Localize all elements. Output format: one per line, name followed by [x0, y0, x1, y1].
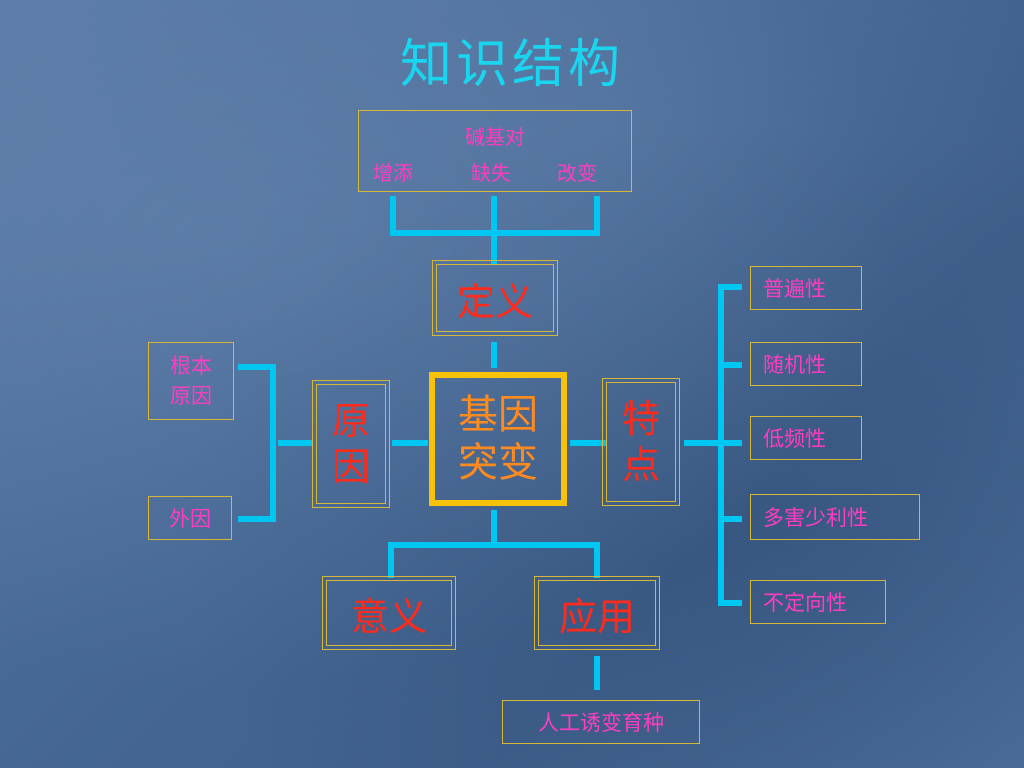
external-cause-label: 外因: [169, 507, 211, 531]
cause-label-line2: 因: [331, 445, 370, 489]
cause-label-line1: 原: [331, 399, 370, 443]
definition-item-add: 增添: [373, 161, 413, 185]
root-cause-box: 根本 原因: [148, 342, 234, 420]
connector: [238, 364, 276, 370]
connector: [392, 440, 428, 446]
application-label: 应用: [558, 594, 635, 639]
connector: [491, 196, 497, 264]
connector: [388, 542, 600, 548]
root-cause-line2: 原因: [170, 384, 212, 408]
center-topic-line1: 基因: [458, 392, 538, 438]
connector: [718, 284, 742, 290]
features-label-line1: 特: [621, 397, 660, 441]
connector: [594, 196, 600, 236]
definition-item-change: 改变: [557, 161, 597, 185]
connector: [684, 440, 724, 446]
feature-item: 普遍性: [750, 266, 862, 310]
definition-label-box: 定义: [432, 260, 558, 336]
significance-label: 意义: [350, 594, 427, 639]
connector: [491, 342, 497, 368]
connector: [570, 440, 606, 446]
connector: [594, 542, 600, 578]
feature-item: 低频性: [750, 416, 862, 460]
page-title: 知识结构: [399, 35, 624, 95]
connector: [390, 196, 396, 236]
center-topic-box: 基因 突变: [429, 372, 567, 506]
cause-label-box: 原 因: [312, 380, 390, 508]
connector: [491, 510, 497, 546]
feature-item: 不定向性: [750, 580, 886, 624]
features-label-line2: 点: [621, 443, 660, 487]
application-example: 人工诱变育种: [538, 711, 664, 735]
definition-item-missing: 缺失: [471, 161, 511, 185]
connector: [278, 440, 312, 446]
connector: [388, 542, 394, 578]
connector: [594, 656, 600, 690]
connector: [270, 364, 276, 522]
feature-item: 多害少利性: [750, 494, 920, 540]
features-label-box: 特 点: [602, 378, 680, 506]
application-label-box: 应用: [534, 576, 660, 650]
connector: [718, 440, 742, 446]
root-cause-line1: 根本: [170, 354, 212, 378]
definition-label: 定义: [456, 279, 533, 324]
connector: [238, 516, 276, 522]
connector: [718, 600, 742, 606]
connector: [718, 516, 742, 522]
feature-item: 随机性: [750, 342, 862, 386]
definition-base-pair: 碱基对: [465, 125, 525, 149]
application-example-box: 人工诱变育种: [502, 700, 700, 744]
significance-label-box: 意义: [322, 576, 456, 650]
definition-detail-box: 碱基对 增添 缺失 改变: [358, 110, 632, 192]
external-cause-box: 外因: [148, 496, 232, 540]
connector: [718, 362, 742, 368]
center-topic-line2: 突变: [458, 440, 538, 486]
